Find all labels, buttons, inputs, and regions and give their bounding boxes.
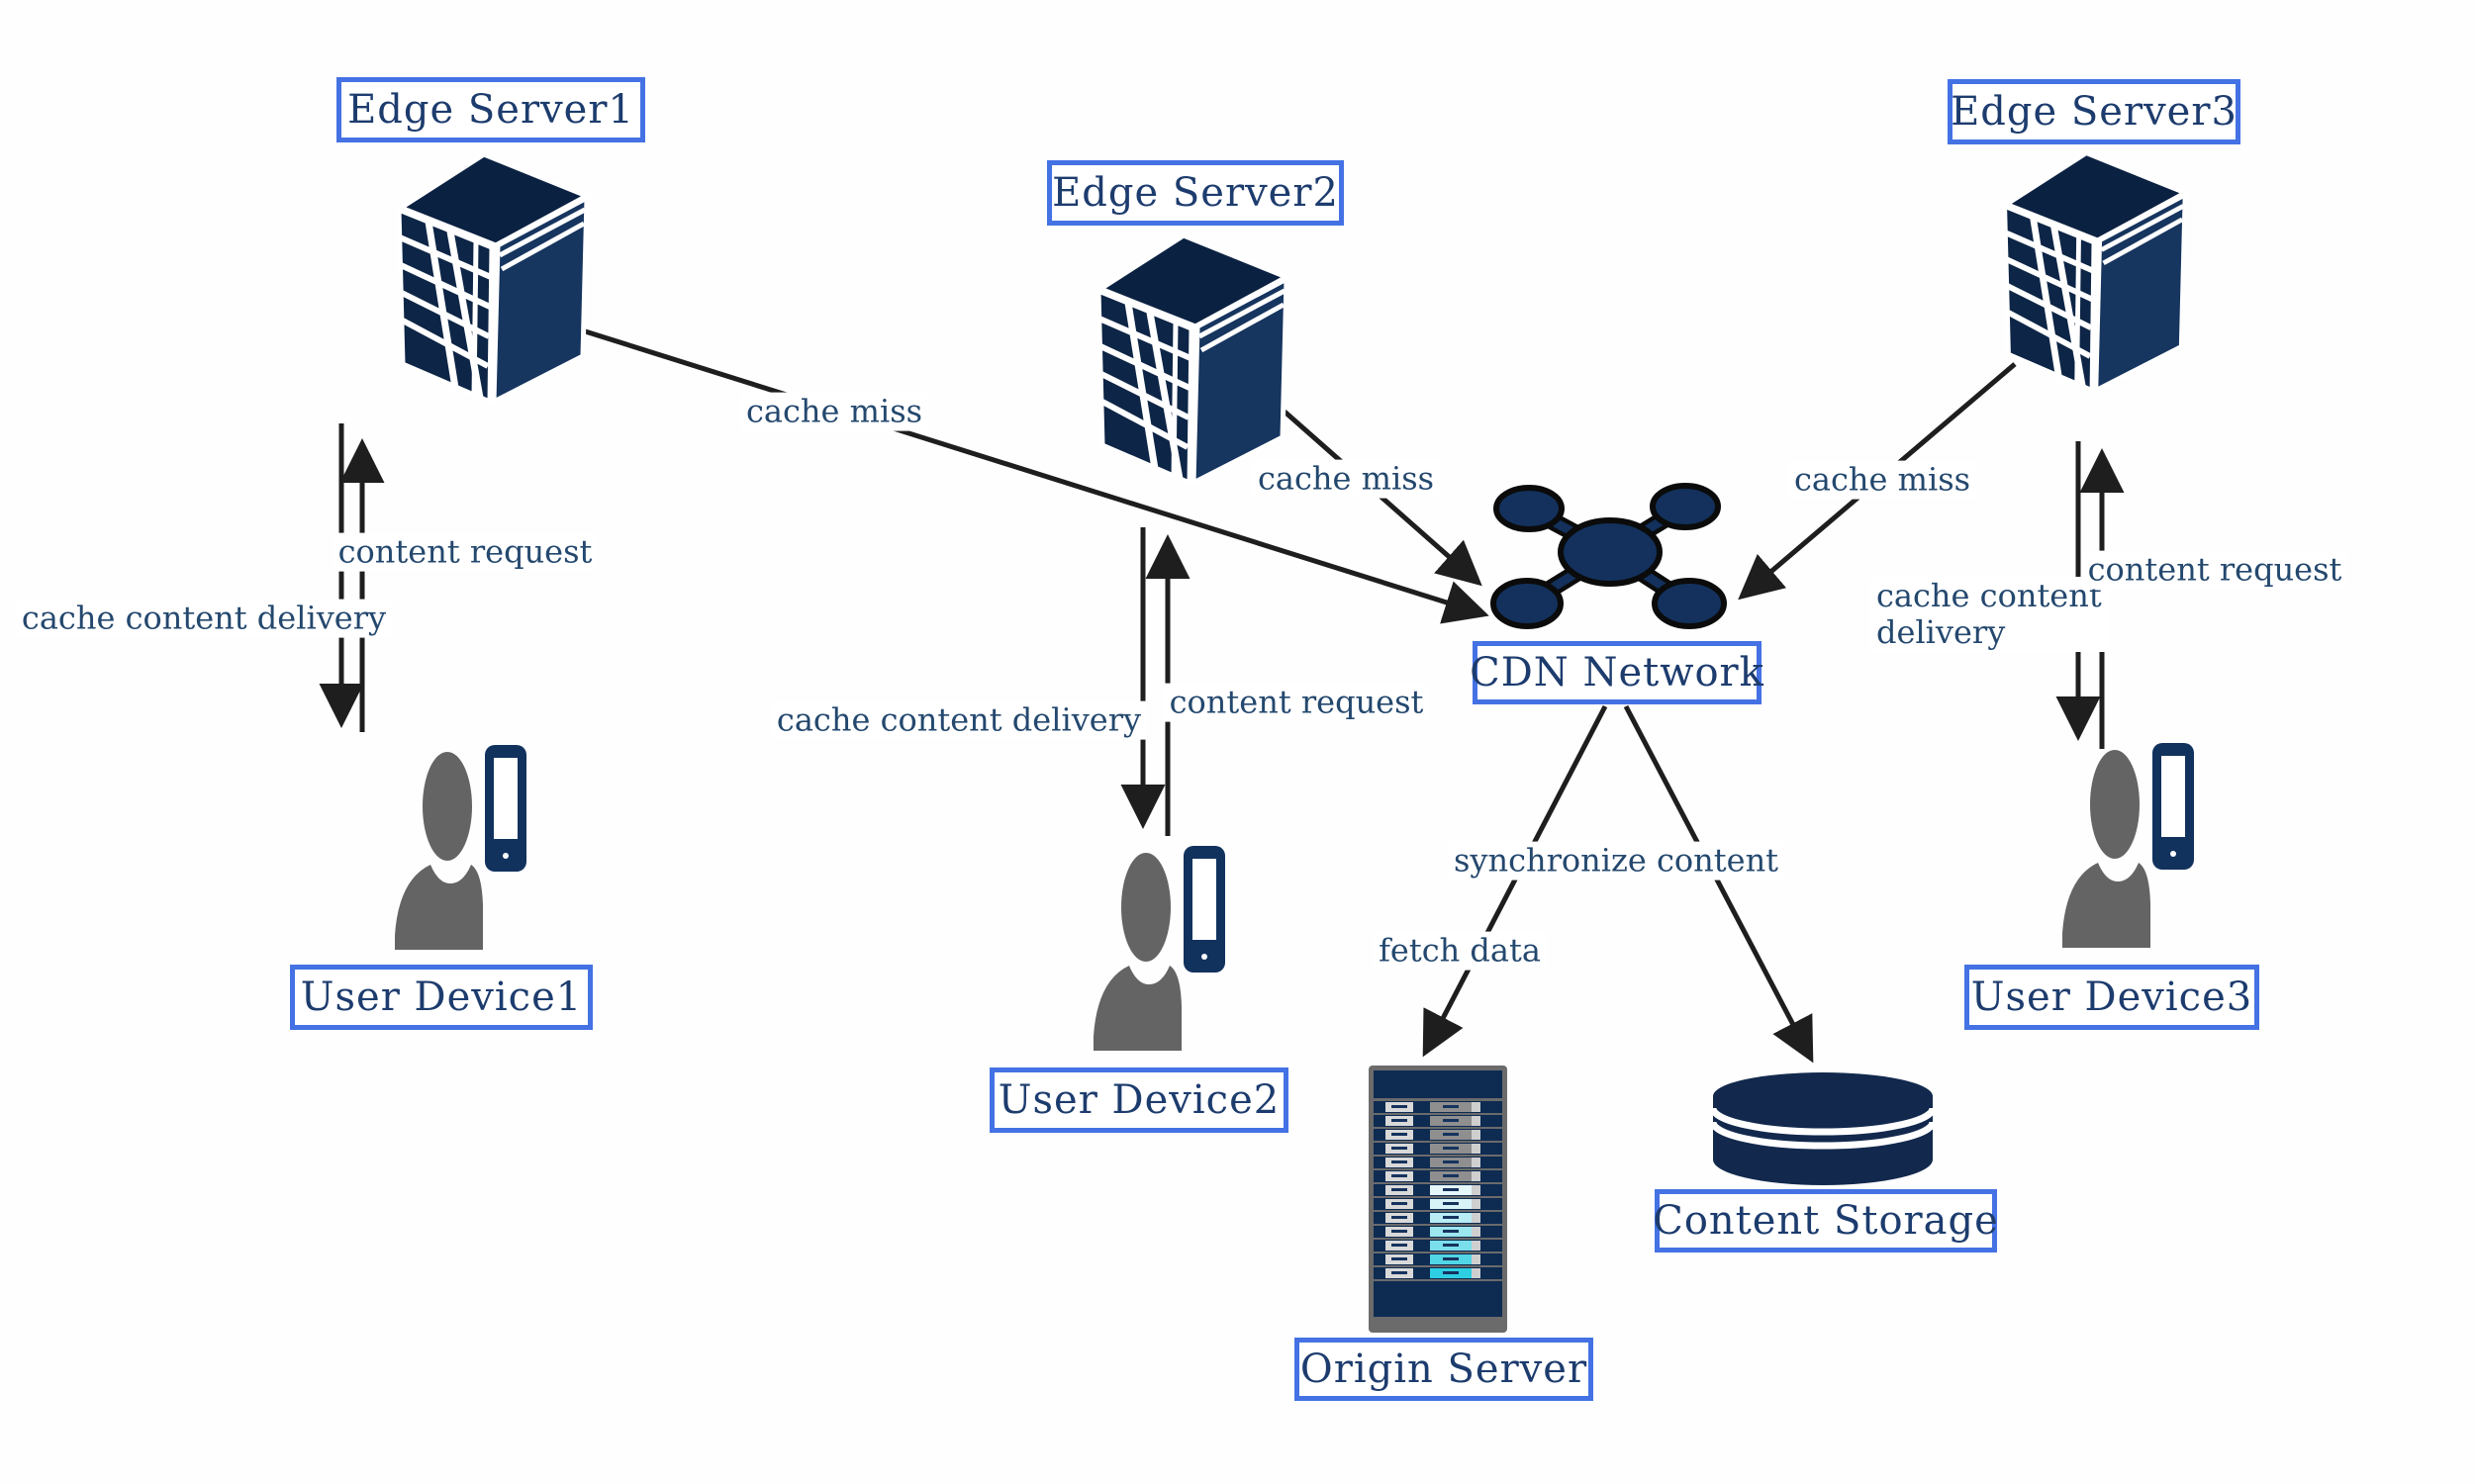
rack-row [1374,1143,1502,1155]
edge-server-2-icon [1098,235,1286,483]
origin-server-rack-icon [1369,1066,1507,1333]
edge-label-cache-miss-3: cache miss [1787,460,1977,500]
cdn-network-icon [1493,486,1724,626]
edge-server-3-icon [2005,153,2185,391]
edge-server-1-icon [399,154,587,402]
rack-row [1374,1198,1502,1210]
rack-row [1374,1253,1502,1265]
rack-row [1374,1115,1502,1127]
rack-top-panel [1374,1070,1502,1098]
arrow-es1-to-cdn [578,326,1489,624]
user-device-1-icon [395,745,526,950]
rack-bottom-panel [1374,1281,1502,1317]
edge-label-content-request-3: content request [2081,550,2348,590]
node-label-user-device-3: User Device3 [1964,965,2259,1030]
edge-label-content-request-2: content request [1163,683,1430,722]
node-label-user-device-2: User Device2 [990,1067,1288,1133]
user-device-3-icon [2062,743,2194,948]
node-label-user-device-1: User Device1 [290,965,593,1030]
origin-server-rack-rows [1374,1101,1502,1279]
node-icons [395,153,2194,1185]
rack-row [1374,1212,1502,1224]
edge-label-content-request-1: content request [332,532,599,572]
rack-row [1374,1129,1502,1141]
node-label-edge-server-1: Edge Server1 [336,77,645,142]
edge-label-cache-content-delivery-1: cache content delivery [15,599,393,638]
user-device-2-icon [1094,846,1225,1051]
rack-row [1374,1101,1502,1113]
arrow-cdn-to-storage [1623,704,1814,1064]
rack-row [1374,1184,1502,1196]
node-label-origin-server: Origin Server [1294,1338,1593,1401]
node-label-cdn-network: CDN Network [1470,641,1763,704]
node-label-content-storage: Content Storage [1653,1189,1998,1252]
rack-row [1374,1240,1502,1252]
node-label-edge-server-2: Edge Server2 [1047,160,1344,226]
edge-label-fetch-data: fetch data [1373,931,1547,971]
edge-label-cache-content-delivery-2: cache content delivery [770,700,1148,740]
content-storage-icon [1713,1072,1933,1185]
edge-label-cache-miss-1: cache miss [739,392,929,431]
rack-row [1374,1226,1502,1238]
rack-row [1374,1170,1502,1182]
edge-label-cache-miss-2: cache miss [1251,459,1441,499]
node-label-edge-server-3: Edge Server3 [1948,79,2240,144]
edge-label-cache-content-delivery-3: cache content delivery [1870,577,2110,652]
edge-label-synchronize-content: synchronize content [1447,841,1785,881]
rack-row [1374,1267,1502,1279]
rack-row [1374,1157,1502,1168]
